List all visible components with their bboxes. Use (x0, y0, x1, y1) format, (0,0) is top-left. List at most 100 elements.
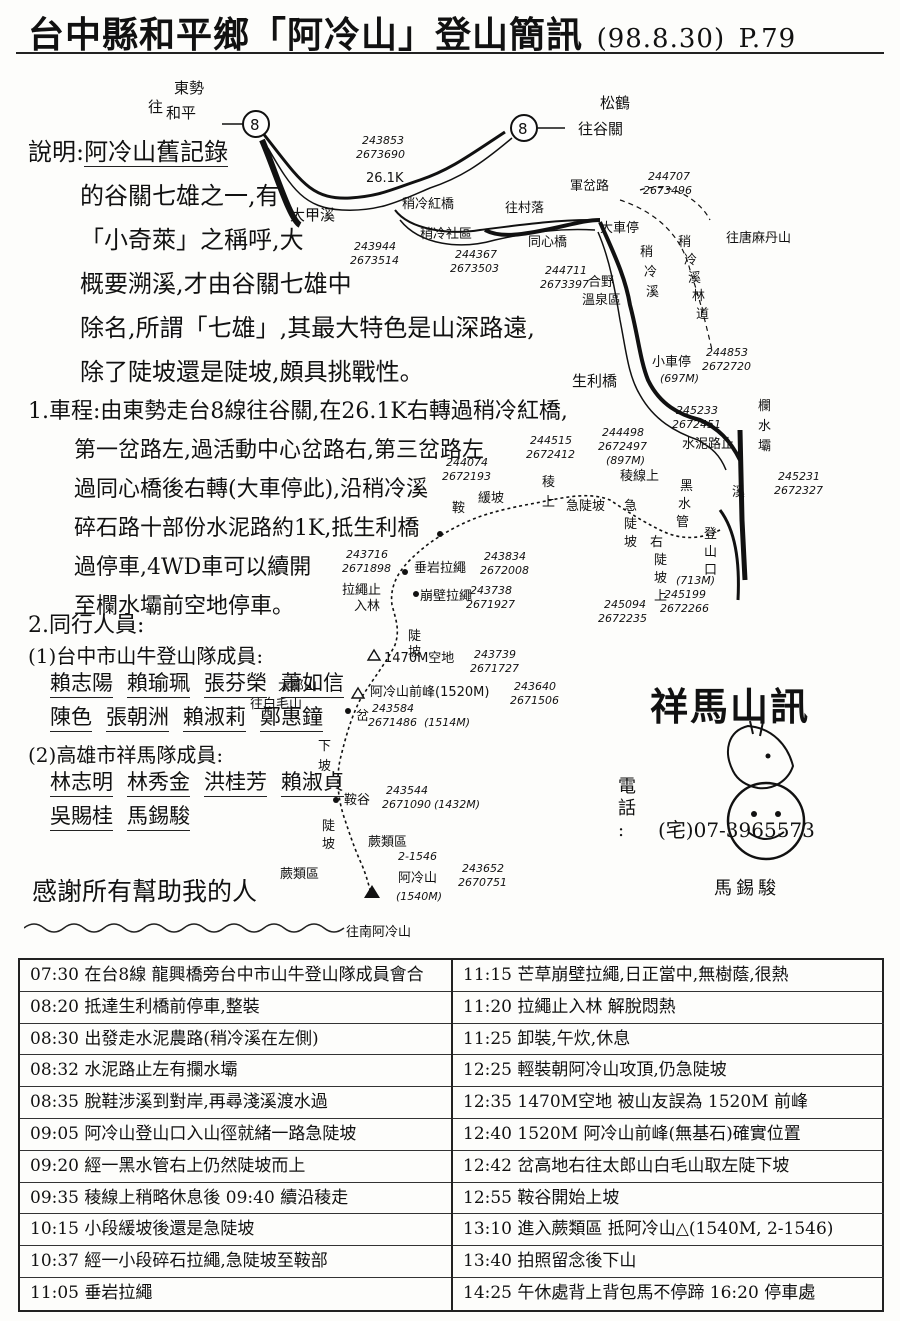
route-line-6: 至欄水壩前空地停車。 (74, 594, 295, 619)
itinerary-log: 07:30 在台8線 龍興橋旁台中市山牛登山隊成員會合 08:20 抵達生利橋前… (18, 958, 884, 1312)
label-wang: 往 (148, 98, 163, 116)
group-2-names: 林志明 林秀金 洪桂芳 賴淑貞 吳賜桂 馬錫駿 (28, 769, 358, 837)
group-2-label: (2)高雄市祥馬隊成員: (28, 743, 224, 767)
coord-t-elev: (1432M) (434, 798, 480, 811)
label-rope-end: 拉繩止 (342, 583, 381, 598)
coord-c-y: 2673514 (350, 254, 399, 267)
coord-b-x: 244707 (648, 170, 690, 183)
coord-s-elev: (1514M) (424, 716, 470, 729)
coord-a-y: 2673690 (356, 148, 405, 161)
route-marker-8-west-label: 8 (250, 116, 260, 134)
route-map: 8 8 東勢 往 和平 松鶴 往谷關 243853 2673690 26.1K … (148, 79, 823, 940)
coord-d-x: 244367 (455, 248, 497, 261)
desc-line-2: 的谷關七雄之一,有 (80, 182, 280, 210)
coord-m-y: 2672266 (660, 602, 709, 615)
label-steep-left-2: 陡 (624, 517, 637, 532)
summit-triangle-icon (364, 885, 380, 898)
label-dajia: 大甲溪 (290, 206, 335, 224)
tel-char-3: : (618, 820, 625, 841)
title-date: (98.8.30) (596, 24, 726, 54)
log-row: 12:55 鞍谷開始上坡 (453, 1183, 884, 1215)
route-marker-8-east (510, 114, 538, 142)
route-line-3: 過同心橋後右轉(大車停此),沿稍冷溪 (74, 477, 429, 502)
label-peak-id: 2-1546 (398, 850, 437, 863)
label-gentle: 緩坡 (478, 491, 504, 506)
road-8-edge (267, 137, 513, 211)
label-military-road: 軍岔路 (570, 178, 609, 194)
log-row: 08:35 脫鞋涉溪到對岸,再尋淺溪渡水過 (20, 1087, 451, 1119)
stamp-title: 祥馬山訊 (650, 684, 811, 729)
label-steep-down-1: 陡 (408, 629, 421, 644)
label-steep-right-1: 右 (650, 535, 663, 550)
log-row: 12:42 岔高地右往太郎山白毛山取左陡下坡 (453, 1151, 884, 1183)
log-row: 09:20 經一黑水管右上仍然陡坡而上 (20, 1151, 451, 1183)
label-trailhead-2: 山 (704, 545, 717, 560)
coord-a-x: 243853 (362, 134, 404, 147)
group-1: (1)台中市山牛登山隊成員: 賴志陽 賴瑜珮 張芬榮 蕭如信 陳色 張朝洲 賴淑… (28, 643, 358, 738)
coord-s-y: 2671486 (368, 716, 417, 729)
label-steep-down2-1: 陡 (322, 819, 335, 834)
label-to-baimao: 往白毛山 (250, 696, 302, 712)
coord-m-x: 245199 (664, 588, 706, 601)
log-row: 11:20 拉繩止入林 解脫悶熱 (453, 992, 884, 1024)
member-name: 賴淑貞 (281, 769, 344, 797)
label-hotspring-1: 合野 (588, 275, 614, 290)
log-row: 13:10 進入蕨類區 抵阿冷山△(1540M, 2-1546) (453, 1214, 884, 1247)
label-to-south: 往南阿冷山 (346, 924, 411, 940)
log-row: 10:15 小段緩坡後還是急陡坡 (20, 1214, 451, 1247)
label-stream-2: 冷 (644, 265, 657, 280)
log-row: 08:20 抵達生利橋前停車,整裝 (20, 992, 451, 1024)
log-row: 11:05 垂岩拉繩 (30, 1282, 153, 1303)
coord-c-x: 243944 (354, 240, 396, 253)
label-front-peak: 阿冷山前峰(1520M) (370, 684, 489, 700)
point-front-peak-icon (350, 686, 366, 699)
desc-line-6: 除了陡坡還是陡坡,頗具挑戰性。 (80, 358, 424, 386)
label-fern-area-2: 蕨類區 (280, 867, 319, 882)
label-steep-down2-2: 坡 (322, 837, 335, 852)
coord-q-y: 2671727 (470, 662, 519, 675)
group-2: (2)高雄市祥馬隊成員: 林志明 林秀金 洪桂芳 賴淑貞 吳賜桂 馬錫駿 (28, 742, 358, 837)
dajia-stream (259, 138, 302, 228)
label-forest-3: 溪 (688, 271, 701, 286)
label-fern-area: 蕨類區 (368, 835, 407, 850)
coord-p-y: 2671927 (466, 598, 515, 611)
label-dongshi: 東勢 (174, 79, 204, 97)
label-pipe-2: 水 (678, 497, 691, 512)
coord-n-x: 243716 (346, 548, 388, 561)
route-heading: 1.車程: (28, 399, 101, 424)
label-tailang: 太郎山 (278, 679, 317, 694)
village-road-edge (399, 219, 596, 246)
label-steep-left-3: 坡 (624, 535, 637, 550)
coord-j-y: 2672497 (598, 440, 647, 453)
coord-o-y: 2672008 (480, 564, 529, 577)
label-steep-up: 急陡坡 (566, 499, 605, 514)
coord-d-y: 2673503 (450, 262, 499, 275)
shaoleng-stream (598, 221, 742, 461)
label-forest-2: 冷 (684, 253, 697, 268)
member-name: 陳色 (50, 704, 92, 732)
label-cement-end: 水泥路止 (682, 436, 734, 452)
label-steep-right-2: 陡 (654, 553, 667, 568)
label-dam-1: 欄 (758, 398, 771, 414)
group-1-label: (1)台中市山牛登山隊成員: (28, 644, 264, 668)
road-8-line (260, 130, 506, 200)
log-row: 09:35 稜線上稍略休息後 09:40 續沿稜走 (20, 1183, 451, 1215)
coord-n-y: 2671898 (342, 562, 391, 575)
coord-i-x: 244515 (530, 434, 572, 447)
coord-e-x: 244711 (545, 264, 587, 277)
member-name: 賴淑莉 (183, 704, 246, 732)
label-stream-1: 稍 (640, 245, 653, 260)
point-rope-end (402, 569, 408, 575)
coord-l-y: 2672235 (598, 612, 647, 625)
title-text: 台中縣和平鄉「阿冷山」登山簡訊 (28, 14, 584, 56)
stream-lower (718, 509, 740, 601)
coord-p-x: 243738 (470, 584, 512, 597)
label-ridge-1: 稜 (542, 475, 555, 490)
point-junction (345, 708, 351, 714)
log-row: 12:40 1520M 阿冷山前峰(無基石)確實位置 (453, 1119, 884, 1151)
coord-t-y: 2671090 (382, 798, 431, 811)
member-name: 張芬榮 (204, 670, 267, 698)
label-forest-1: 稍 (678, 235, 691, 250)
desc-line-4: 概要溯溪,才由谷關七雄中 (80, 270, 352, 298)
